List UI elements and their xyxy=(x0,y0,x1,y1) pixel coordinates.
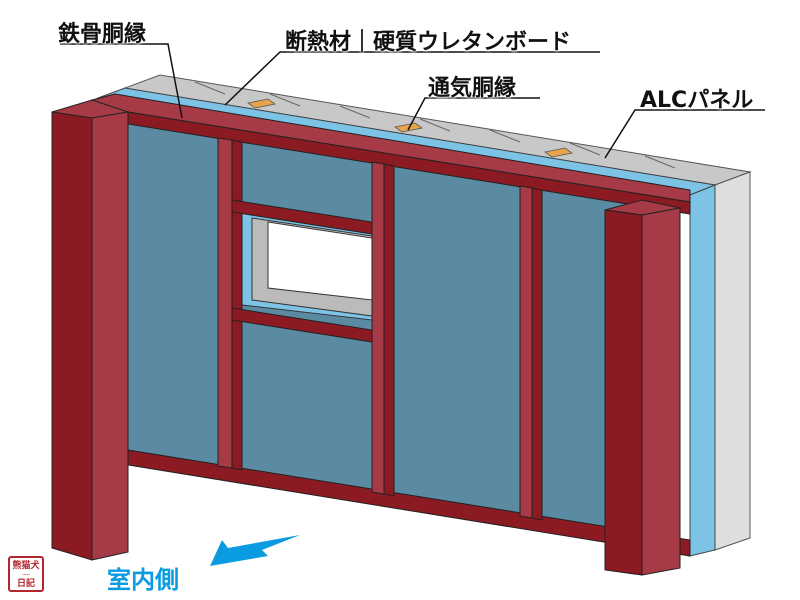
interior-arrow xyxy=(210,535,300,566)
leader-lines xyxy=(60,43,765,159)
label-vent-furring: 通気胴縁 xyxy=(428,76,517,101)
logo-line1: 熊猫犬 xyxy=(12,561,40,571)
window-opening xyxy=(241,211,373,321)
label-insulation: 断熱材｜硬質ウレタンボード xyxy=(285,30,572,55)
steel-frame xyxy=(51,93,691,576)
logo: 熊猫犬 ····· 日記 xyxy=(8,556,44,592)
logo-line2: 日記 xyxy=(16,579,35,589)
label-alc-panel: ALCパネル xyxy=(640,88,754,113)
label-interior-side: 室内側 xyxy=(107,566,179,594)
label-steel-furring: 鉄骨胴縁 xyxy=(58,22,147,47)
logo-divider: ····· xyxy=(22,572,30,577)
